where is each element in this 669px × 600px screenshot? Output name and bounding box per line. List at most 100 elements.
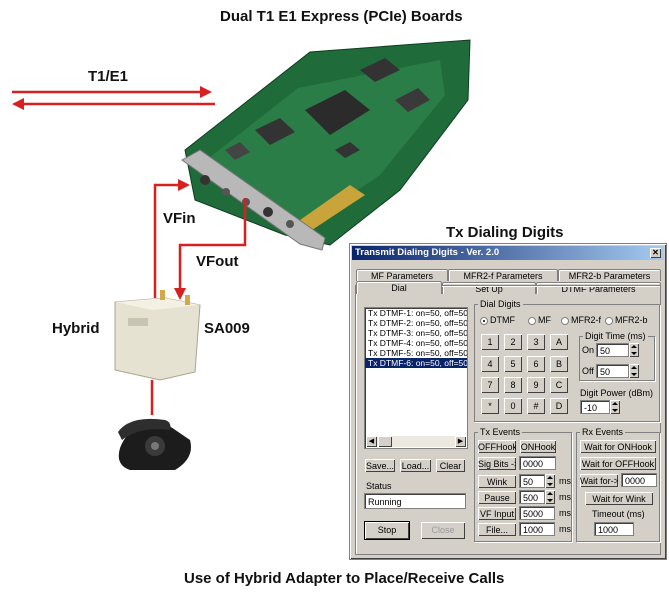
radio-dtmf-label: DTMF [490,315,515,325]
pause-ms-label: ms [559,492,571,502]
list-item[interactable]: Tx DTMF-5: on=50, off=50 [368,348,468,358]
clear-button[interactable]: Clear [435,458,466,473]
boards-title: Dual T1 E1 Express (PCIe) Boards [220,8,463,25]
tab-mfr2f-parameters[interactable]: MFR2-f Parameters [448,269,558,281]
tx-events-group [474,432,572,542]
list-item[interactable]: Tx DTMF-3: on=50, off=50 [368,328,468,338]
list-item[interactable]: Tx DTMF-4: on=50, off=50 [368,338,468,348]
file-button[interactable]: File... [477,522,517,537]
tab-dial[interactable]: Dial [356,281,442,294]
key-9[interactable]: 9 [526,376,546,394]
digit-power-spinner[interactable] [610,400,620,414]
key-3[interactable]: 3 [526,333,546,351]
key-hash[interactable]: # [526,397,546,415]
wait-for-button[interactable]: Wait for-> [579,473,619,488]
key-a[interactable]: A [549,333,569,351]
digit-power-label: Digit Power (dBm) [580,388,654,398]
scroll-thumb[interactable] [378,436,392,447]
save-button[interactable]: Save... [364,458,396,473]
file-input[interactable]: 1000 [519,522,555,536]
sa009-label: SA009 [204,320,250,337]
digit-time-title: Digit Time (ms) [583,331,648,341]
on-time-input[interactable]: 50 [596,343,629,357]
radio-mfr2f-label: MFR2-f [571,315,601,325]
pause-button[interactable]: Pause [477,490,517,505]
close-icon[interactable]: ✕ [650,248,661,258]
window-title: Transmit Dialing Digits - Ver. 2.0 [355,247,500,258]
scroll-left-icon[interactable]: ◀ [366,436,377,447]
radio-mfr2b[interactable] [605,317,613,325]
radio-dtmf[interactable] [480,317,488,325]
vf-input-ms-label: ms [559,508,571,518]
sig-bits-input[interactable]: 0000 [519,456,556,470]
vf-lines [150,179,247,415]
wait-wink-button[interactable]: Wait for Wink [584,491,654,506]
key-6[interactable]: 6 [526,355,546,373]
rx-events-title: Rx Events [580,427,626,437]
off-time-input[interactable]: 50 [596,364,629,378]
radio-mfr2b-label: MFR2-b [615,315,648,325]
dial-digits-title: Dial Digits [478,299,523,309]
sig-bits-button[interactable]: Sig Bits -> [477,456,517,471]
offhook-button[interactable]: OFFHook [477,439,517,454]
wait-offhook-button[interactable]: Wait for OFFHook [579,456,657,471]
tab-mfr2b-parameters[interactable]: MFR2-b Parameters [558,269,661,281]
key-1[interactable]: 1 [480,333,500,351]
key-c[interactable]: C [549,376,569,394]
wink-input[interactable]: 50 [519,474,545,488]
list-item[interactable]: Tx DTMF-2: on=50, off=50 [368,318,468,328]
on-label: On [582,345,595,355]
key-5[interactable]: 5 [503,355,523,373]
off-label: Off [582,366,594,376]
list-horizontal-scrollbar[interactable]: ◀ ▶ [366,436,466,447]
list-item[interactable]: Tx DTMF-1: on=50, off=50 [368,308,468,318]
tab-mf-parameters[interactable]: MF Parameters [356,269,448,281]
t1e1-label: T1/E1 [88,68,129,85]
dial-digits-group [474,304,660,422]
close-button[interactable]: Close [420,521,466,540]
list-item-selected[interactable]: Tx DTMF-6: on=50, off=50 [365,358,467,368]
digit-power-input[interactable]: -10 [580,400,610,414]
key-star[interactable]: * [480,397,500,415]
key-b[interactable]: B [549,355,569,373]
vfout-label: VFout [196,253,239,270]
pause-input[interactable]: 500 [519,490,545,504]
dial-list[interactable]: Tx DTMF-1: on=50, off=50 Tx DTMF-2: on=5… [364,307,468,449]
pause-spinner[interactable] [545,490,555,504]
timeout-label: Timeout (ms) [592,509,645,519]
radio-mf[interactable] [528,317,536,325]
on-time-spinner[interactable] [629,343,639,357]
window-titlebar[interactable]: Transmit Dialing Digits - Ver. 2.0 ✕ [352,246,664,260]
scroll-right-icon[interactable]: ▶ [455,436,466,447]
radio-mfr2f[interactable] [561,317,569,325]
radio-mf-label: MF [538,315,551,325]
onhook-button[interactable]: ONHook [519,439,557,454]
key-2[interactable]: 2 [503,333,523,351]
stop-button[interactable]: Stop [364,521,410,540]
hybrid-label: Hybrid [52,320,100,337]
key-7[interactable]: 7 [480,376,500,394]
t1e1-arrows [12,86,215,110]
wink-button[interactable]: Wink [477,474,517,489]
key-8[interactable]: 8 [503,376,523,394]
vf-input-button[interactable]: VF Input [477,506,517,521]
vf-input-field[interactable]: 5000 [519,506,555,520]
bottom-caption: Use of Hybrid Adapter to Place/Receive C… [184,570,505,587]
key-0[interactable]: 0 [503,397,523,415]
telephone-image [118,418,191,470]
hybrid-box-image [114,290,201,381]
status-field: Running [364,493,466,509]
status-label: Status [366,481,392,491]
file-ms-label: ms [559,524,571,534]
key-4[interactable]: 4 [480,355,500,373]
off-time-spinner[interactable] [629,364,639,378]
wink-spinner[interactable] [545,474,555,488]
wait-for-input[interactable]: 0000 [621,473,657,487]
key-d[interactable]: D [549,397,569,415]
tx-events-title: Tx Events [478,427,523,437]
vfin-label: VFin [163,210,196,227]
load-button[interactable]: Load... [399,458,432,473]
timeout-input[interactable]: 1000 [594,522,634,536]
dial-tab-panel [355,285,661,555]
wait-onhook-button[interactable]: Wait for ONHook [579,439,657,454]
